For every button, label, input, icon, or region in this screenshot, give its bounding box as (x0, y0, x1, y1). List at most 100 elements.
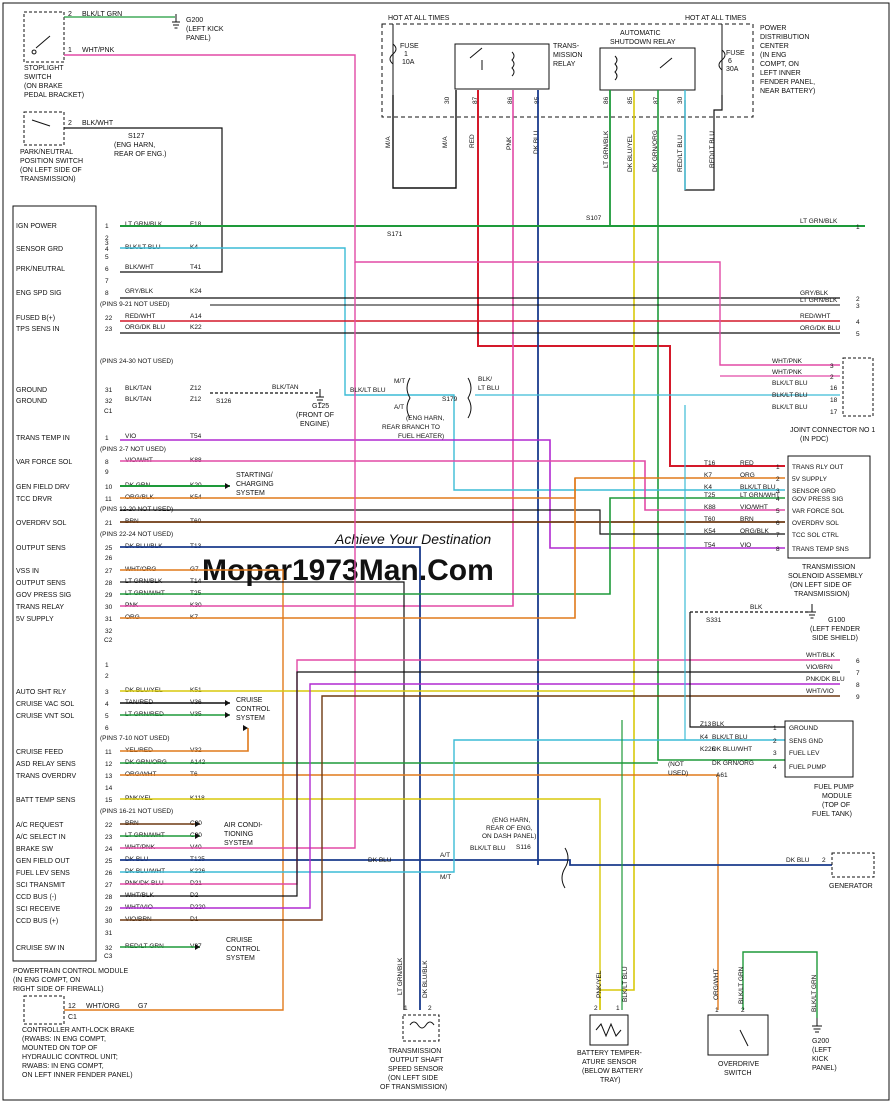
park-pin-2: 2 (68, 120, 72, 127)
pcm-pin-name: 5V SUPPLY (16, 616, 54, 623)
pcm-pin-number: 27 (105, 568, 113, 575)
pcm-pin-name: SCI RECEIVE (16, 906, 61, 913)
s126-label: S126 (216, 398, 232, 405)
s116-label-2: REAR OF ENG, (486, 825, 533, 832)
tsa-pin-number: 6 (776, 520, 780, 527)
pcm-pin-name: CRUISE FEED (16, 749, 63, 756)
hot-at-all-times-right: HOT AT ALL TIMES (685, 15, 747, 22)
pcm-pin-number: 26 (105, 870, 113, 877)
right-edge-pin-number: 3 (856, 303, 860, 310)
svg-text:POWERTRAIN CONTROL MODULE: POWERTRAIN CONTROL MODULE (13, 968, 128, 975)
jc1-wire-label: WHT/PNK (772, 369, 803, 376)
jc1-label: JOINT CONNECTOR NO 1 (790, 427, 875, 434)
pcm-pin-name: SCI TRANSMIT (16, 882, 66, 889)
svg-text:RIGHT SIDE OF FIREWALL): RIGHT SIDE OF FIREWALL) (13, 986, 104, 993)
svg-text:TRANSMISSION): TRANSMISSION) (20, 176, 76, 183)
cruise-system-label-b3: SYSTEM (226, 955, 255, 962)
ground-symbol-g125 (316, 389, 324, 404)
pcm-pin-wire: BLK/TAN (125, 396, 152, 403)
jc1-pin-number: 18 (830, 397, 838, 404)
tsa-pin-name: SENSOR GRD (792, 488, 836, 495)
pcm-pin-number: 9 (105, 469, 109, 476)
svg-text:CENTER: CENTER (760, 43, 789, 50)
trans-relay-contacts (469, 47, 515, 77)
tsa-pin-number: 2 (776, 476, 780, 483)
tsa-wire: RED (740, 460, 754, 467)
ground-symbol-g100 (808, 604, 816, 619)
wire-blk-wht-park (64, 127, 223, 273)
wire-vio-brn-ccd (120, 695, 840, 921)
right-edge2-pin-number: 9 (856, 694, 860, 701)
pcm-pin-number: 6 (105, 266, 109, 273)
asd-relay-contacts (614, 55, 673, 81)
tsa-wire: ORG (740, 472, 755, 479)
pcm-pin-number: 1 (105, 435, 109, 442)
fuse6-symbol (718, 49, 726, 71)
svg-text:87: 87 (472, 96, 479, 104)
fuel-wire: BLK/LT BLU (712, 734, 748, 741)
svg-text:(IN ENG COMPT, ON: (IN ENG COMPT, ON (13, 977, 80, 984)
svg-text:85: 85 (627, 96, 634, 104)
pcm-pin-number: 7 (105, 278, 109, 285)
svg-text:LT GRN/BLK: LT GRN/BLK (397, 957, 404, 995)
transmission-relay (454, 43, 550, 90)
pcm-pin-number: 1 (105, 223, 109, 230)
pcm-pin-wire: (PINS 24-30 NOT USED) (100, 358, 173, 365)
s116-bracket (561, 847, 569, 889)
fuel-wire: DK BLU/WHT (712, 746, 752, 753)
pcm-pin-number: 26 (105, 555, 113, 562)
tsa-circuit: T16 (704, 460, 716, 467)
pcm-pin-number: 32 (105, 628, 113, 635)
wire-wht-vio-sci-rx (120, 683, 840, 909)
pcm-pin-name: OUTPUT SENS (16, 580, 66, 587)
fuel-pin-number: 4 (773, 764, 777, 771)
pcm-pin-circuit: T54 (190, 433, 202, 440)
tsa-label-3: (ON LEFT SIDE OF (790, 582, 852, 589)
wire-wht-blk-ccd (120, 671, 840, 897)
pcm-pin-number: 22 (105, 822, 113, 829)
pcm-pin-number: 31 (105, 616, 113, 623)
pcm-pin-name: IGN POWER (16, 223, 57, 230)
pcm-pin-name: A/C SELECT IN (16, 834, 66, 841)
pcm-pin-number: 1 (105, 662, 109, 669)
battery-temperature-sensor: BATTERY TEMPER- ATURE SENSOR (BELOW BATT… (577, 966, 644, 1084)
trans-relay-label-2: MISSION (553, 52, 583, 59)
watermark-tagline: Achieve Your Destination (334, 531, 491, 547)
cruise-system-label-b: CRUISE (226, 937, 253, 944)
pcm-pin-name: VAR FORCE SOL (16, 459, 72, 466)
fuel-wire: DK GRN/ORG (712, 760, 754, 767)
fuse1-amps: 10A (402, 59, 415, 66)
tsa-wire: LT GRN/WHT (740, 492, 780, 499)
svg-text:LEFT INNER: LEFT INNER (760, 70, 801, 77)
pcm-pin-number: 3 (105, 240, 109, 247)
fuel-pump-module (784, 720, 854, 778)
svg-text:FENDER PANEL,: FENDER PANEL, (760, 79, 815, 86)
trans-relay-label: TRANS- (553, 43, 580, 50)
pcm-pin-wire: (PINS 9-21 NOT USED) (100, 301, 170, 308)
tsa-circuit: T54 (704, 542, 716, 549)
pcm-pin-wire: (PINS 22-24 NOT USED) (100, 531, 173, 538)
pcm-connector-c1: C1 (104, 408, 113, 415)
fuse6-amps: 30A (726, 66, 739, 73)
pcm-pin-name: CRUISE VAC SOL (16, 701, 74, 708)
stoplight-wire-1: WHT/PNK (82, 47, 115, 54)
pcm-pin-number: 32 (105, 398, 113, 405)
svg-text:STOPLIGHT: STOPLIGHT (24, 65, 64, 72)
wire-vio-trans-temp (120, 439, 785, 549)
wire-yel-red-cruise-feed (120, 728, 249, 752)
stoplight-switch (23, 11, 65, 63)
fuse1-label: FUSE (400, 43, 419, 50)
pcm-pin-name: PRK/NEUTRAL (16, 266, 65, 273)
tsa-label-4: TRANSMISSION) (794, 591, 850, 598)
svg-text:2: 2 (428, 1005, 432, 1012)
pcm-pin-number: 8 (105, 459, 109, 466)
right-edge-pin-number: 4 (856, 319, 860, 326)
tsa-pin-name: TRANS RLY OUT (792, 464, 843, 471)
pcm-pin-name: CRUISE VNT SOL (16, 713, 74, 720)
svg-text:RED/LT BLU: RED/LT BLU (677, 135, 684, 172)
arrow-icon (195, 833, 200, 839)
pcm-pin-wire: BLK/WHT (125, 264, 154, 271)
pcm-pin-wire: BLK/TAN (125, 385, 152, 392)
